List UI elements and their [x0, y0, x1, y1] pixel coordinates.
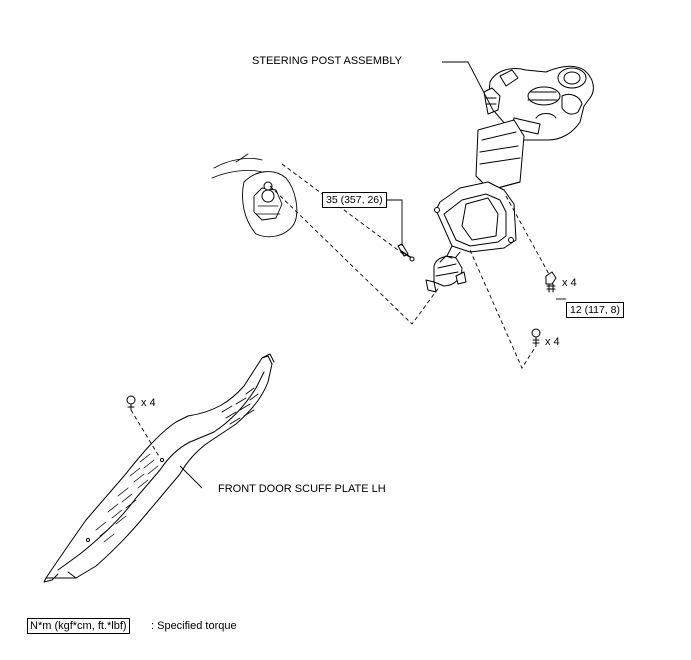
flange-bolt-torque: 12 (117, 8) [566, 302, 625, 318]
lower-bolt-quantity: x 4 [545, 336, 560, 348]
steering-post-label: STEERING POST ASSEMBLY [252, 55, 402, 67]
lower-bolt-icon [531, 328, 541, 347]
legend-description: : Specified torque [151, 620, 237, 632]
leader-lines [179, 61, 566, 489]
clip-icon [126, 395, 136, 411]
front-door-scuff-plate [43, 353, 275, 583]
scuff-plate-label: FRONT DOOR SCUFF PLATE LH [218, 483, 386, 495]
column-mount-bracket [211, 153, 298, 238]
flange-bolt-quantity: x 4 [562, 277, 577, 289]
upper-bolt-torque: 35 (357, 26) [322, 192, 387, 208]
clip-quantity: x 4 [141, 397, 156, 409]
upper-bolt-icon [397, 243, 415, 262]
steering-post-assembly [425, 65, 594, 293]
flange-bolt-icon [545, 271, 557, 293]
legend-unit: N*m (kgf*cm, ft.*lbf) [27, 618, 130, 634]
installation-guide-lines [130, 163, 551, 459]
